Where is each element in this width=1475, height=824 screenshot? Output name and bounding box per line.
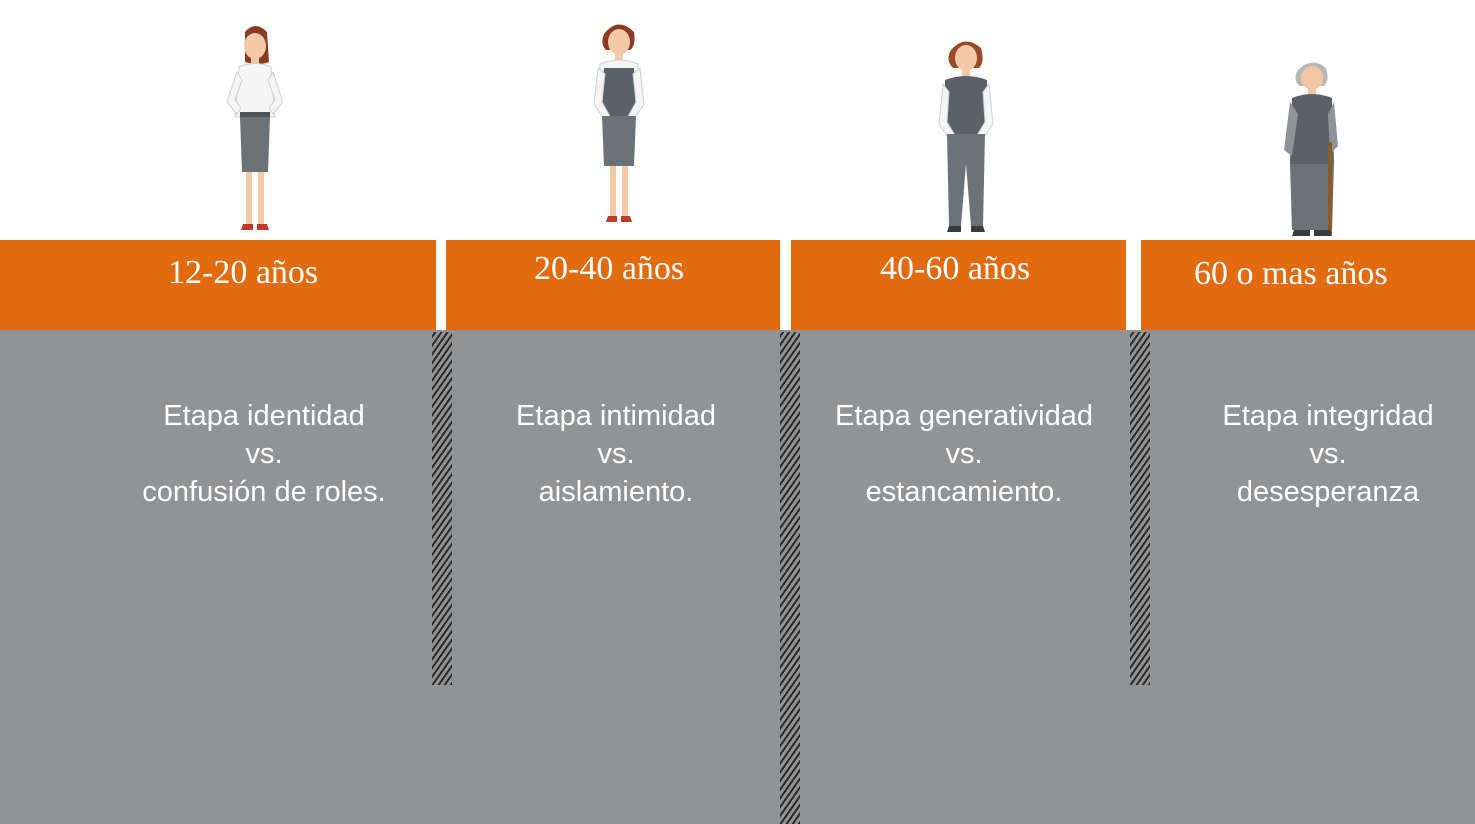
- age-header-1: 12-20 años: [0, 240, 436, 330]
- age-label-3: 40-60 años: [880, 250, 1031, 287]
- stage-title-3: Etapa generatividad: [835, 400, 1093, 432]
- stage-conflict-4: desesperanza: [1236, 476, 1420, 508]
- stage-vs-1: vs.: [245, 438, 283, 470]
- stage-divider-1: [432, 332, 452, 685]
- stage-conflict-3: estancamiento.: [865, 476, 1063, 508]
- stage-divider-2: [780, 332, 800, 824]
- stage-vs-3: vs.: [945, 438, 983, 470]
- stage-divider-3: [1130, 332, 1150, 685]
- stage-description-1: Etapa identidad vs. confusión de roles.: [119, 397, 409, 511]
- age-label-2: 20-40 años: [534, 250, 685, 287]
- stage-description-panel: [0, 330, 1475, 824]
- age-label-1: 12-20 años: [168, 254, 319, 291]
- stage-description-3: Etapa generatividad vs. estancamiento.: [814, 397, 1114, 511]
- woman-adult-figure: [593, 24, 645, 222]
- age-header-4: 60 o mas años: [1141, 240, 1475, 330]
- stage-title-1: Etapa identidad: [163, 400, 365, 432]
- stage-description-2: Etapa intimidad vs. aislamiento.: [481, 397, 751, 511]
- age-header-3: 40-60 años: [791, 240, 1126, 330]
- stage-description-4: Etapa integridad vs. desesperanza: [1193, 397, 1463, 511]
- woman-elderly-figure: [1284, 62, 1338, 236]
- stage-conflict-2: aislamiento.: [538, 476, 694, 508]
- age-label-4: 60 o mas años: [1194, 255, 1388, 292]
- stage-vs-4: vs.: [1309, 438, 1347, 470]
- stage-title-4: Etapa integridad: [1222, 400, 1434, 432]
- stage-title-2: Etapa intimidad: [516, 400, 716, 432]
- woman-teen-figure: [226, 26, 284, 230]
- age-header-2: 20-40 años: [446, 240, 780, 330]
- stage-conflict-1: confusión de roles.: [142, 476, 386, 508]
- stage-vs-2: vs.: [597, 438, 635, 470]
- woman-middle-age-figure: [938, 41, 994, 232]
